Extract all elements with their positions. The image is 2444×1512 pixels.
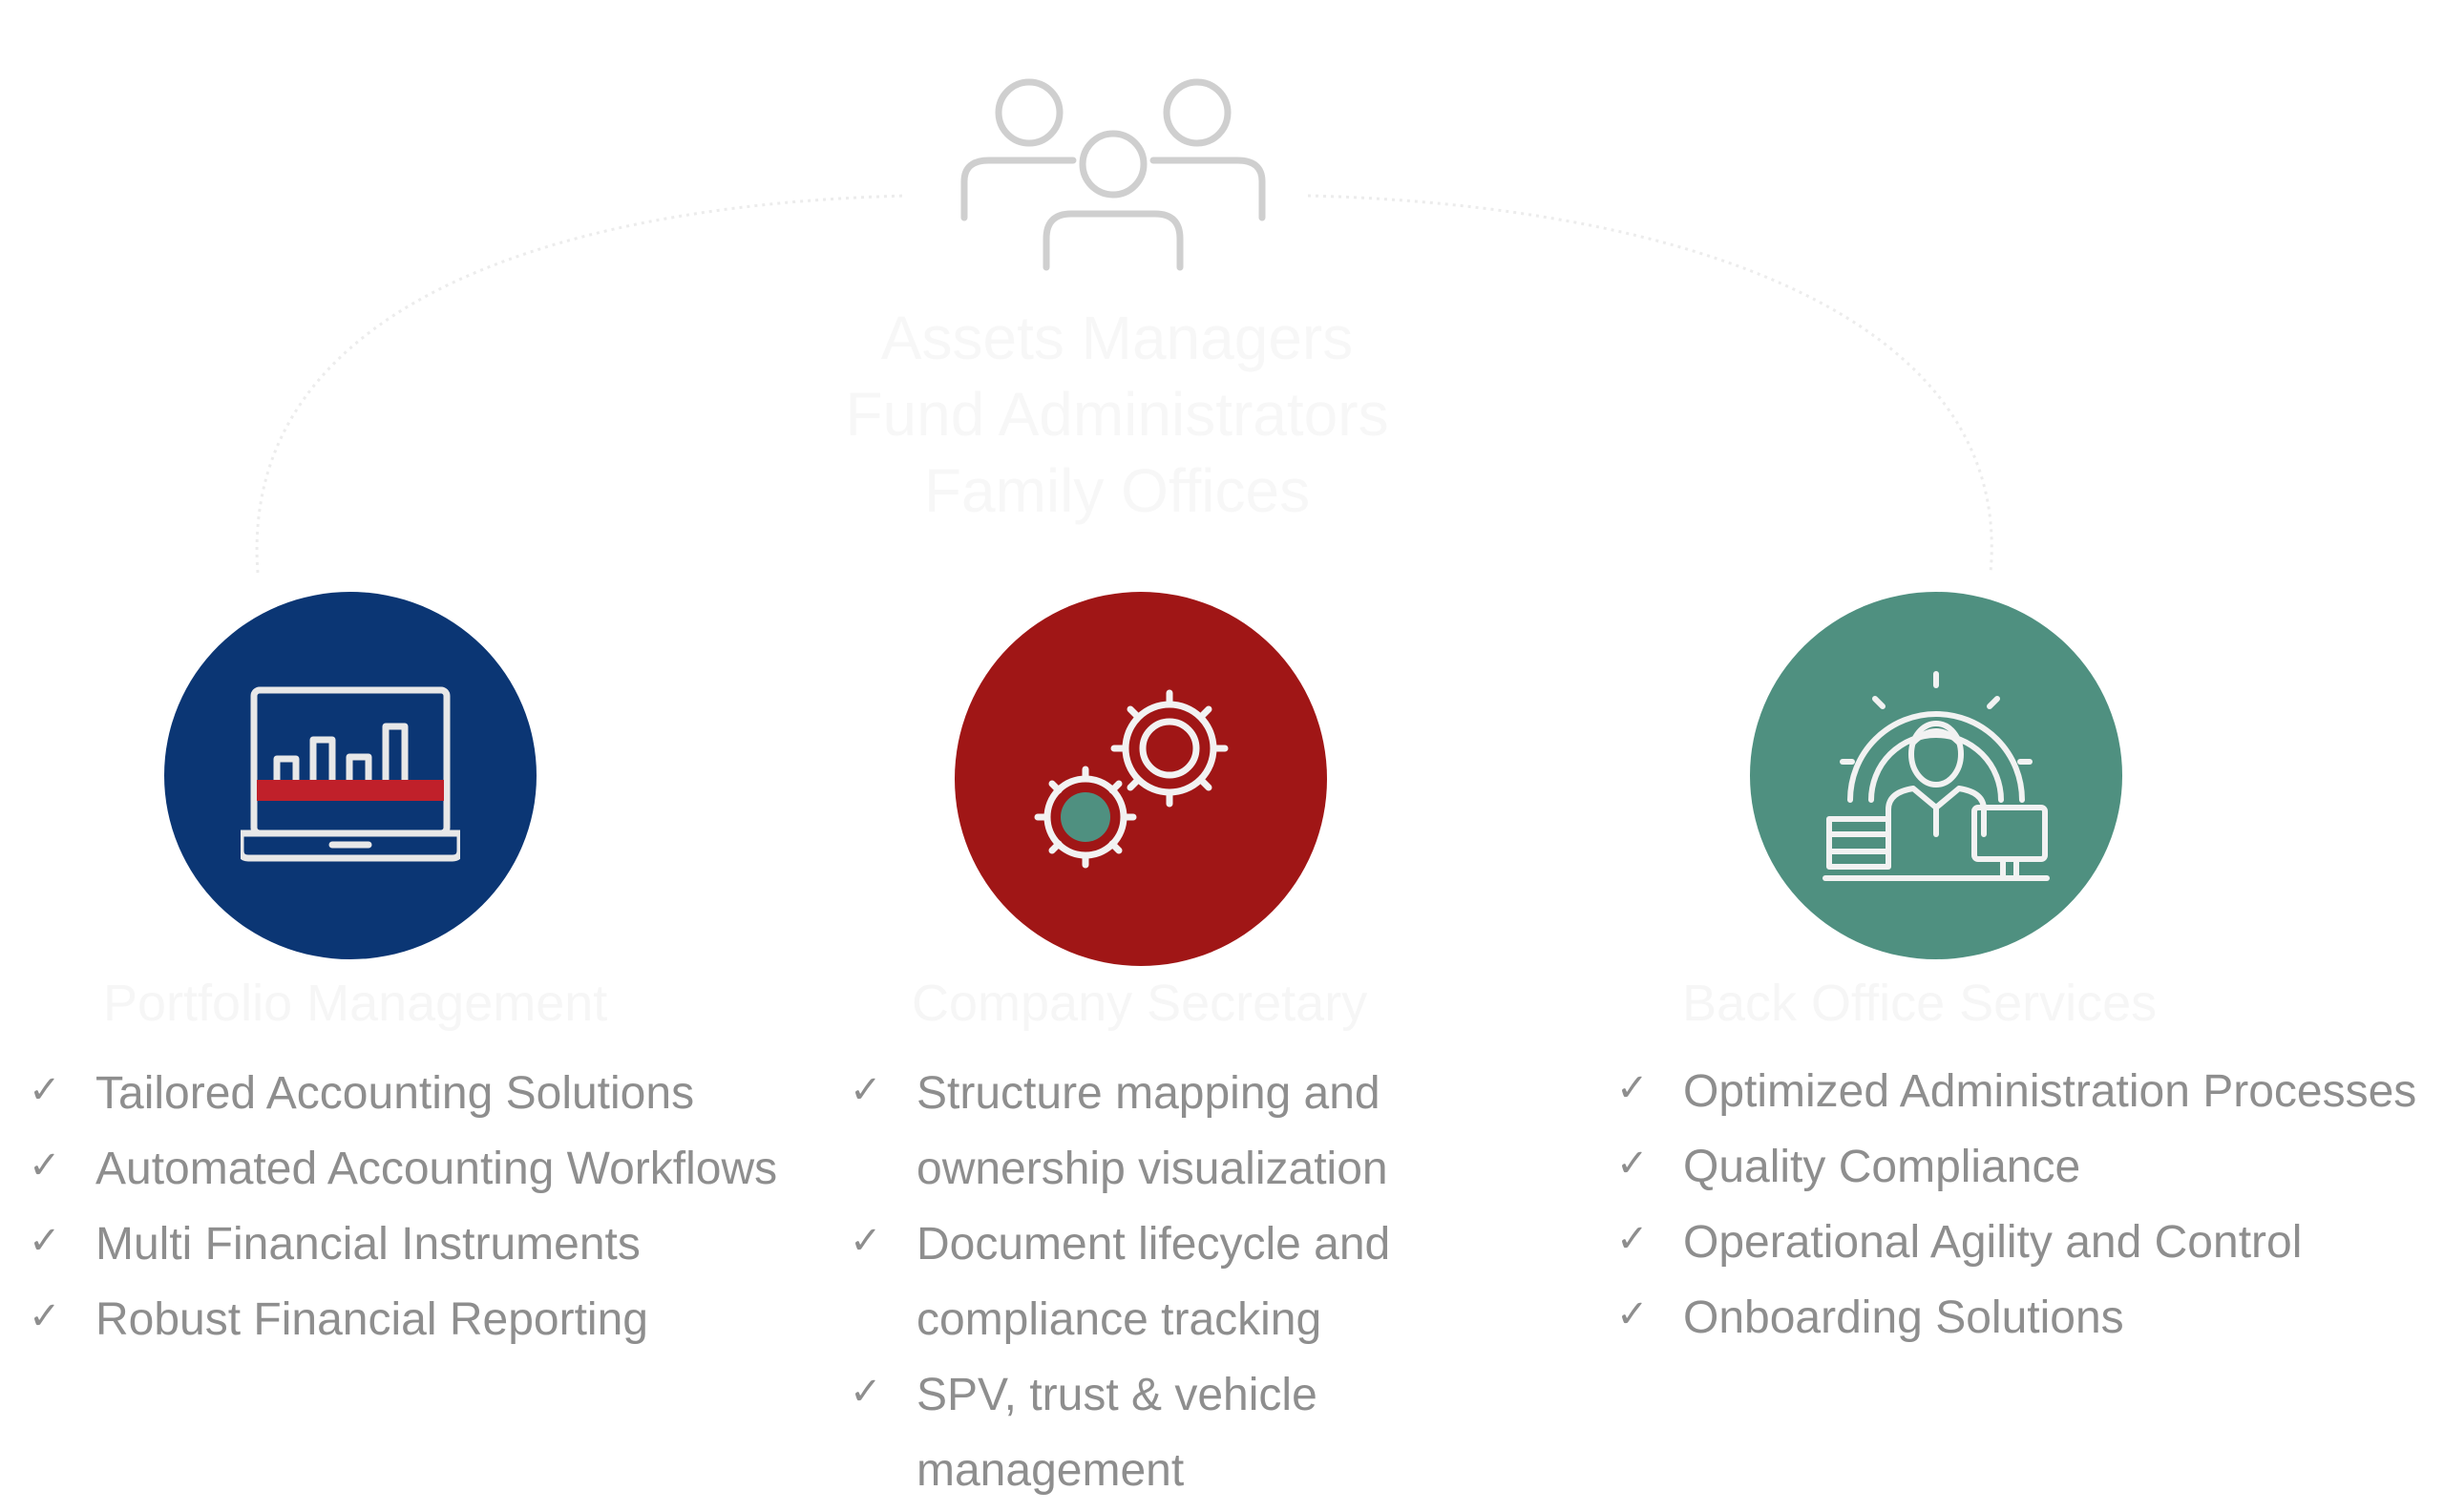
portfolio-management-list: ✓Tailored Accounting Solutions ✓Automate… [29, 1056, 831, 1357]
list-item: ✓Document lifecycle and compliance track… [850, 1207, 1537, 1357]
list-item: ✓Onboarding Solutions [1616, 1280, 2437, 1355]
check-icon: ✓ [1616, 1292, 1649, 1336]
check-icon: ✓ [29, 1144, 61, 1187]
laptop-bar-chart-icon [241, 686, 460, 861]
check-icon: ✓ [29, 1219, 61, 1263]
back-office-services-circle [1750, 592, 2122, 959]
check-icon: ✓ [29, 1294, 61, 1338]
list-item: ✓Quality Compliance [1616, 1129, 2437, 1205]
client-label-asset-managers: Assets Managers [880, 304, 1354, 372]
check-icon: ✓ [29, 1068, 61, 1112]
operator-workstation-icon [1822, 670, 2050, 881]
portfolio-management-title: Portfolio Management [103, 975, 608, 1032]
client-label-family-offices: Family Offices [923, 456, 1311, 525]
client-label-fund-administrators: Fund Administrators [845, 380, 1389, 449]
check-icon: ✓ [850, 1370, 882, 1414]
back-office-services-list: ✓Optimized Administration Processes ✓Qua… [1616, 1054, 2437, 1355]
list-item: ✓Structure mapping and ownership visuali… [850, 1056, 1537, 1207]
list-item: ✓Robust Financial Reporting [29, 1282, 831, 1357]
list-item: ✓Optimized Administration Processes [1616, 1054, 2437, 1129]
check-icon: ✓ [1616, 1066, 1649, 1110]
check-icon: ✓ [850, 1219, 882, 1263]
list-item: ✓Operational Agility and Control [1616, 1205, 2437, 1280]
list-item: ✓SPV, trust & vehicle management [850, 1357, 1537, 1508]
check-icon: ✓ [1616, 1142, 1649, 1186]
list-item: ✓Tailored Accounting Solutions [29, 1056, 831, 1131]
list-item: ✓Multi Financial Instruments [29, 1207, 831, 1282]
company-secretary-list: ✓Structure mapping and ownership visuali… [850, 1056, 1537, 1508]
company-secretary-circle [955, 592, 1327, 966]
list-item: ✓Automated Accounting Workflows [29, 1131, 831, 1207]
check-icon: ✓ [850, 1068, 882, 1112]
gears-icon [1034, 689, 1229, 869]
portfolio-management-circle [164, 592, 537, 959]
company-secretary-title: Company Secretary [912, 975, 1368, 1032]
back-office-services-title: Back Office Services [1682, 975, 2158, 1032]
check-icon: ✓ [1616, 1217, 1649, 1261]
people-group-icon [960, 78, 1266, 271]
